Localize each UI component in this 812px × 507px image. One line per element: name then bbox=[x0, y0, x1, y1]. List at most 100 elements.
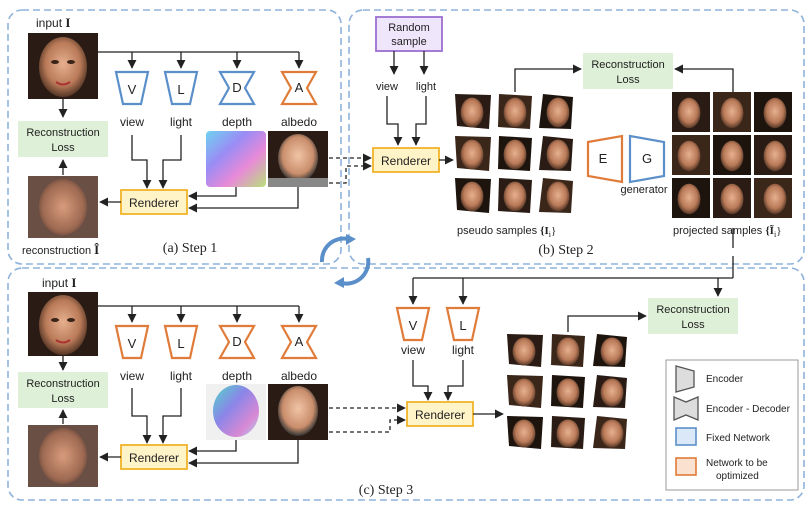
svg-text:V: V bbox=[409, 318, 418, 333]
generator-G: G bbox=[628, 134, 666, 184]
svg-text:Renderer: Renderer bbox=[381, 154, 431, 168]
pseudo-sample-thumb bbox=[496, 92, 534, 131]
svg-text:light: light bbox=[170, 369, 193, 383]
svg-text:L: L bbox=[177, 82, 184, 97]
svg-text:Reconstruction: Reconstruction bbox=[591, 59, 664, 71]
pseudo-sample-thumb bbox=[537, 176, 575, 215]
step3-caption: (c) Step 3 bbox=[359, 483, 413, 498]
svg-text:E: E bbox=[599, 151, 608, 166]
step1-encoder-view: V view bbox=[114, 70, 150, 129]
cycle-icon bbox=[319, 234, 371, 288]
step3-sample-thumb bbox=[549, 373, 587, 410]
step3-sample-thumb bbox=[549, 414, 587, 451]
step1-caption: (a) Step 1 bbox=[163, 241, 217, 256]
step3-renderer bbox=[120, 444, 188, 470]
projected-sample-thumb bbox=[672, 135, 710, 175]
step3-encoder-depth: D depth bbox=[218, 324, 256, 383]
projected-sample-thumb bbox=[672, 92, 710, 132]
step1-recon-loss bbox=[18, 121, 108, 157]
step3-sample-thumb bbox=[507, 332, 545, 369]
step3-input-face bbox=[28, 292, 98, 356]
step1-input-label: input I bbox=[36, 15, 70, 30]
projected-sample-thumb bbox=[754, 178, 792, 218]
svg-text:Loss: Loss bbox=[51, 393, 75, 405]
svg-text:L: L bbox=[459, 318, 466, 333]
step3-depth-map bbox=[206, 384, 266, 440]
step3-input-label: input I bbox=[42, 275, 76, 290]
step1-input-face bbox=[28, 33, 98, 99]
svg-text:V: V bbox=[128, 336, 137, 351]
generator-label: generator bbox=[620, 184, 667, 196]
step1-reconstruction-face bbox=[28, 176, 98, 238]
svg-text:V: V bbox=[128, 82, 137, 97]
legend-encoder-label: Encoder bbox=[706, 374, 744, 385]
projected-sample-thumb bbox=[713, 178, 751, 218]
step1-panel bbox=[7, 9, 342, 265]
step3-sample-thumb bbox=[591, 414, 629, 451]
step3-recon-loss bbox=[18, 372, 108, 408]
step1-recon-label: reconstruction Î bbox=[22, 242, 99, 257]
projected-sample-thumb bbox=[754, 92, 792, 132]
svg-text:Random: Random bbox=[388, 22, 430, 34]
step1-encoder-albedo: A albedo bbox=[280, 70, 318, 129]
svg-text:D: D bbox=[232, 80, 241, 95]
projected-samples-grid bbox=[672, 92, 792, 218]
pseudo-sample-thumb bbox=[496, 134, 534, 173]
svg-text:Loss: Loss bbox=[51, 142, 75, 154]
step1-encoder-light: L light bbox=[163, 70, 199, 129]
pseudo-sample-thumb bbox=[537, 134, 575, 173]
legend-fixed-label: Fixed Network bbox=[706, 433, 771, 444]
projected-sample-thumb bbox=[754, 135, 792, 175]
pseudo-sample-thumb bbox=[496, 176, 534, 215]
legend-optimized-icon bbox=[675, 457, 697, 476]
legend-optimized-label-2: optimized bbox=[716, 471, 759, 482]
projected-sample-thumb bbox=[713, 92, 751, 132]
pseudo-sample-thumb bbox=[455, 176, 493, 215]
step3-albedo-map bbox=[268, 384, 328, 440]
step3-reconstruction-face bbox=[28, 425, 98, 487]
step3-sample-thumb bbox=[507, 414, 545, 451]
svg-text:Reconstruction: Reconstruction bbox=[656, 304, 729, 316]
svg-text:D: D bbox=[232, 334, 241, 349]
step3-samples-grid bbox=[507, 332, 629, 451]
step3-recon-loss-right bbox=[648, 298, 738, 334]
svg-text:albedo: albedo bbox=[281, 369, 317, 383]
encoder-E: E bbox=[586, 134, 624, 184]
svg-text:A: A bbox=[295, 334, 304, 349]
projected-sample-thumb bbox=[672, 178, 710, 218]
step3-mid-encoder-view: V view bbox=[395, 306, 431, 357]
step3-mid-encoder-light: L light bbox=[445, 306, 481, 357]
step3-panel bbox=[7, 267, 805, 501]
svg-text:L: L bbox=[177, 336, 184, 351]
step3-sample-thumb bbox=[591, 373, 629, 410]
svg-text:G: G bbox=[642, 151, 652, 166]
pseudo-sample-thumb bbox=[455, 134, 493, 173]
svg-text:albedo: albedo bbox=[281, 115, 317, 129]
svg-text:Reconstruction: Reconstruction bbox=[26, 127, 99, 139]
svg-text:Loss: Loss bbox=[616, 74, 640, 86]
step2-view-label: view bbox=[376, 81, 398, 93]
svg-text:sample: sample bbox=[391, 36, 426, 48]
legend-encoder-decoder-label: Encoder - Decoder bbox=[706, 404, 791, 415]
random-sample-box bbox=[375, 16, 443, 52]
pseudo-samples-label: pseudo samples {Ii} bbox=[457, 225, 556, 239]
step1-depth-map bbox=[206, 131, 266, 187]
step3-encoder-view: V view bbox=[114, 324, 150, 383]
step3-encoder-albedo: A albedo bbox=[280, 324, 318, 383]
svg-text:Reconstruction: Reconstruction bbox=[26, 378, 99, 390]
legend-encoder-icon bbox=[675, 365, 695, 393]
pseudo-samples-grid bbox=[455, 92, 575, 215]
svg-text:view: view bbox=[120, 115, 144, 129]
legend-fixed-icon bbox=[675, 427, 697, 446]
step2-recon-loss bbox=[583, 53, 673, 89]
svg-text:Renderer: Renderer bbox=[129, 451, 179, 465]
legend-optimized-label-1: Network to be bbox=[706, 458, 768, 469]
svg-text:view: view bbox=[401, 343, 425, 357]
svg-text:light: light bbox=[452, 343, 475, 357]
step2-renderer bbox=[372, 147, 440, 173]
svg-text:depth: depth bbox=[222, 369, 252, 383]
step3-sample-thumb bbox=[549, 332, 587, 369]
svg-text:Renderer: Renderer bbox=[129, 196, 179, 210]
step1-encoder-depth: D depth bbox=[218, 70, 256, 129]
pseudo-sample-thumb bbox=[455, 92, 493, 131]
